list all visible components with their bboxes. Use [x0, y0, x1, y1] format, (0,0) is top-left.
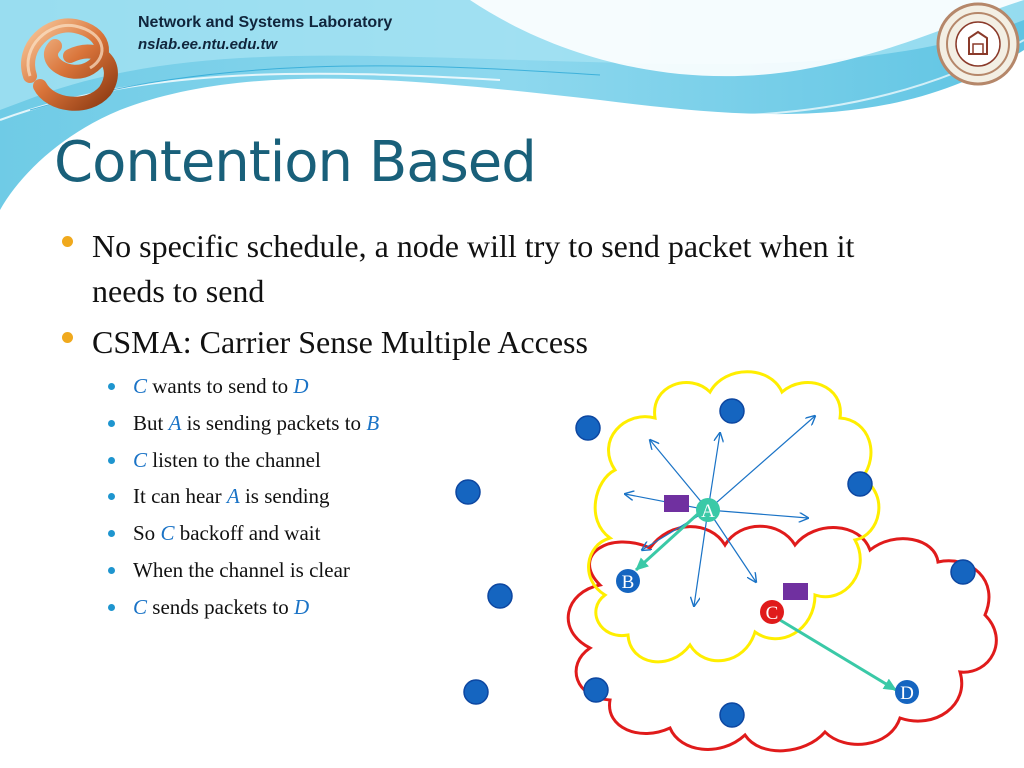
bullet-dot-icon	[108, 567, 115, 574]
packet-icon	[664, 495, 689, 512]
node-a	[696, 498, 720, 522]
lab-url: nslab.ee.ntu.edu.tw	[138, 36, 278, 53]
sub-bullet-text: When the channel is clear	[133, 558, 350, 582]
sub-bullet-item: C listen to the channel	[108, 447, 321, 473]
transmission-arrow-c-to-d	[779, 618, 897, 692]
packet-icon	[783, 583, 808, 600]
node-d	[895, 680, 919, 704]
sub-bullet-item: When the channel is clear	[108, 557, 350, 583]
sub-bullet-text: C wants to send to D	[133, 374, 309, 398]
network-node	[575, 415, 601, 441]
bullet-text: CSMA: Carrier Sense Multiple Access	[92, 324, 588, 360]
node-c-label: C	[766, 603, 779, 624]
lab-name: Network and Systems Laboratory	[138, 14, 393, 31]
sub-bullet-text: C sends packets to D	[133, 595, 310, 619]
transmission-arrow-a-to-b	[634, 510, 702, 572]
header-wave-background	[0, 0, 1024, 210]
bullet-dot-icon	[62, 332, 73, 343]
university-seal	[936, 2, 1020, 86]
sub-bullet-item: But A is sending packets to B	[108, 410, 379, 436]
network-node	[487, 583, 513, 609]
node-b	[616, 569, 640, 593]
node-a-label: A	[701, 501, 715, 522]
node-a-range-cloud	[587, 370, 881, 664]
broadcast-arrows	[625, 416, 815, 606]
network-node	[719, 398, 745, 424]
csma-network-diagram: A B C D	[455, 370, 998, 753]
bullet-text: No specific schedule, a node will try to…	[92, 228, 855, 309]
node-d-label: D	[900, 683, 914, 704]
bullet-dot-icon	[108, 457, 115, 464]
network-node	[719, 702, 745, 728]
network-node	[463, 679, 489, 705]
node-c-range-cloud	[566, 524, 998, 753]
bullet-dot-icon	[62, 236, 73, 247]
sub-bullet-item: C sends packets to D	[108, 594, 309, 620]
bullet-item: CSMA: Carrier Sense Multiple Access	[62, 320, 922, 365]
network-nodes	[455, 398, 976, 728]
node-b-label: B	[622, 572, 635, 593]
sub-bullet-text: It can hear A is sending	[133, 484, 330, 508]
bullet-dot-icon	[108, 530, 115, 537]
slide-title: Contention Based	[54, 130, 537, 195]
node-c	[760, 600, 784, 624]
sub-bullet-item: It can hear A is sending	[108, 483, 330, 509]
bullet-dot-icon	[108, 420, 115, 427]
network-node	[455, 479, 481, 505]
network-node	[950, 559, 976, 585]
sub-bullet-text: But A is sending packets to B	[133, 411, 380, 435]
sub-bullet-text: So C backoff and wait	[133, 521, 321, 545]
network-node	[583, 677, 609, 703]
sub-bullet-item: C wants to send to D	[108, 373, 309, 399]
bullet-dot-icon	[108, 493, 115, 500]
sub-bullet-text: C listen to the channel	[133, 448, 321, 472]
bullet-dot-icon	[108, 604, 115, 611]
bullet-item: No specific schedule, a node will try to…	[62, 224, 922, 314]
sub-bullet-item: So C backoff and wait	[108, 520, 320, 546]
lab-logo	[21, 18, 118, 111]
bullet-dot-icon	[108, 383, 115, 390]
network-node	[847, 471, 873, 497]
